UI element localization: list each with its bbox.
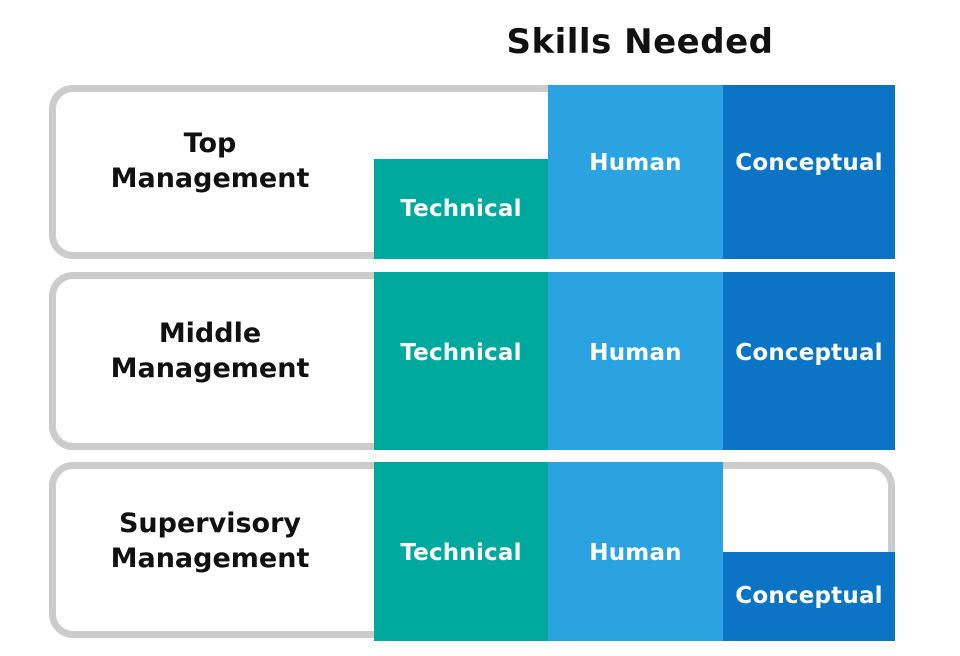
row-label-line2: Management bbox=[110, 352, 310, 384]
bar-human[interactable]: Human bbox=[548, 85, 723, 259]
bar-label-conceptual: Conceptual bbox=[735, 150, 883, 176]
row-label-line2: Management bbox=[110, 162, 310, 194]
bar-conceptual[interactable]: Conceptual bbox=[723, 272, 895, 450]
row-label-middle-management: Middle Management bbox=[60, 317, 360, 386]
row-middle-management: Middle Management Technical Human Concep… bbox=[0, 272, 960, 450]
page-title-text: Skills Needed bbox=[506, 22, 774, 62]
row-label-line1: Supervisory bbox=[118, 508, 301, 539]
bar-technical[interactable]: Technical bbox=[374, 272, 548, 450]
row-label-top-management: Top Management bbox=[60, 127, 360, 196]
bar-conceptual[interactable]: Conceptual bbox=[723, 85, 895, 259]
bar-label-conceptual: Conceptual bbox=[735, 583, 883, 609]
bar-human[interactable]: Human bbox=[548, 272, 723, 450]
row-label-line2: Management bbox=[110, 542, 310, 574]
bar-human[interactable]: Human bbox=[548, 462, 723, 641]
row-label-line1: Middle bbox=[158, 318, 262, 349]
bar-label-conceptual: Conceptual bbox=[735, 340, 883, 366]
row-label-line1: Top bbox=[183, 128, 237, 159]
bar-label-technical: Technical bbox=[400, 340, 522, 366]
row-top-management: Top Management Technical Human Conceptua… bbox=[0, 85, 960, 259]
bar-technical[interactable]: Technical bbox=[374, 159, 548, 259]
bar-label-human: Human bbox=[589, 340, 682, 366]
bar-label-human: Human bbox=[589, 150, 682, 176]
bar-technical[interactable]: Technical bbox=[374, 462, 548, 641]
bar-label-technical: Technical bbox=[400, 196, 522, 222]
bar-label-human: Human bbox=[589, 540, 682, 566]
row-label-supervisory-management: Supervisory Management bbox=[60, 507, 360, 576]
bar-label-technical: Technical bbox=[400, 540, 522, 566]
page-title: Skills Needed bbox=[0, 22, 960, 62]
bar-conceptual[interactable]: Conceptual bbox=[723, 552, 895, 641]
row-supervisory-management: Supervisory Management Technical Human C… bbox=[0, 462, 960, 641]
